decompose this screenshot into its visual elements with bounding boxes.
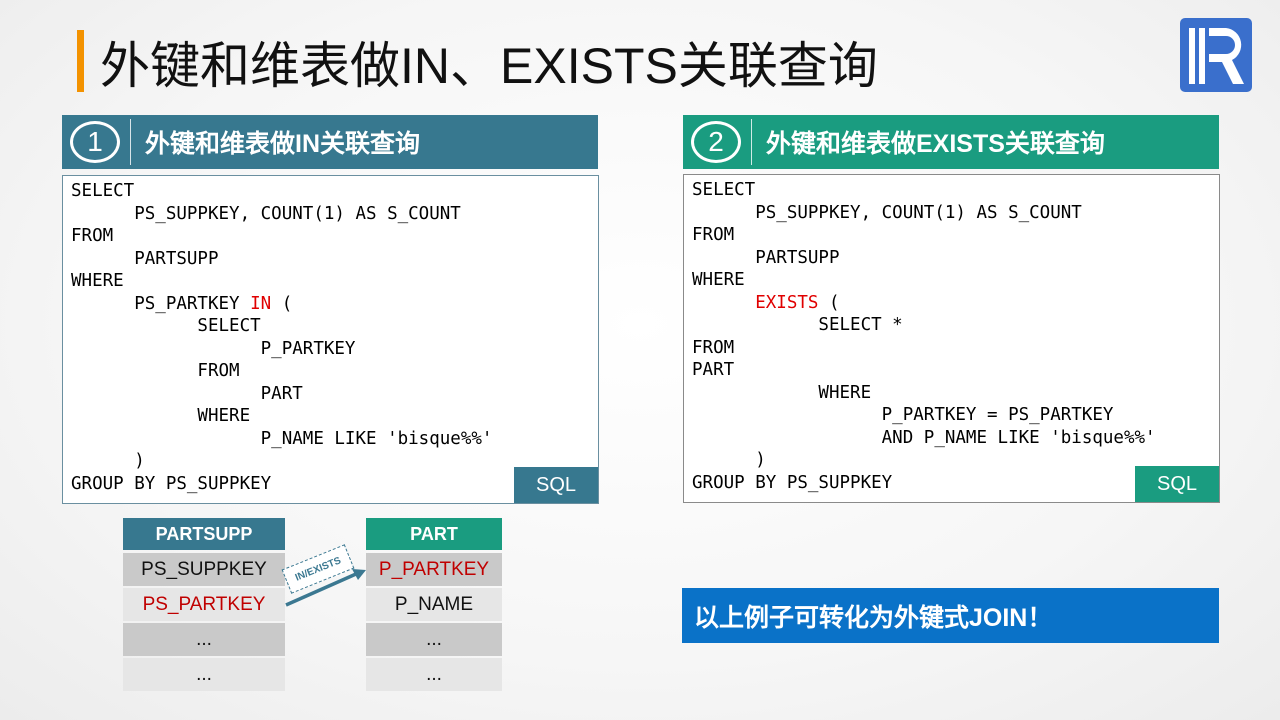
panel-1-header: 1 外键和维表做IN关联查询 <box>62 115 598 169</box>
code-line: ) <box>71 450 590 473</box>
code-text: SELECT * <box>692 315 903 335</box>
code-line: SELECT <box>71 315 590 338</box>
title-accent-bar <box>77 30 84 92</box>
code-text: PARTSUPP <box>71 248 219 269</box>
code-text: ( <box>271 293 293 314</box>
code-text: PARTSUPP <box>692 247 840 268</box>
panel-2-header: 2 外键和维表做EXISTS关联查询 <box>683 115 1219 169</box>
table-row-foreign-key: PS_PARTKEY <box>123 588 285 621</box>
code-line: ) <box>692 449 1211 472</box>
code-text: P_PARTKEY = PS_PARTKEY <box>692 405 1114 425</box>
code-line: SELECT <box>71 180 590 203</box>
code-line: FROM <box>692 224 1211 247</box>
code-line: AND P_NAME LIKE 'bisque%%' <box>692 427 1211 450</box>
code-line: EXISTS ( <box>692 292 1211 315</box>
code-line: WHERE <box>692 269 1211 292</box>
code-text: PS_PARTKEY <box>71 293 251 314</box>
code-line: FROM <box>71 360 590 383</box>
code-text: PART <box>71 383 303 404</box>
code-text: GROUP BY PS_SUPPKEY <box>71 473 272 494</box>
code-line: PS_PARTKEY IN ( <box>71 293 590 316</box>
code-text: FROM <box>692 337 735 358</box>
table-row: PS_SUPPKEY <box>123 553 285 586</box>
code-line: SELECT * <box>692 314 1211 337</box>
partsupp-table: PARTSUPP PS_SUPPKEY PS_PARTKEY ... ... <box>123 518 285 693</box>
code-text: P_NAME LIKE 'bisque%%' <box>71 428 493 449</box>
table-header: PARTSUPP <box>123 518 285 550</box>
code-text: FROM <box>71 226 114 246</box>
table-row: ... <box>366 623 502 656</box>
conclusion-banner: 以上例子可转化为外键式JOIN！ <box>682 588 1219 643</box>
code-text: PS_SUPPKEY, COUNT(1) AS S_COUNT <box>692 202 1082 223</box>
code-text: WHERE <box>692 382 872 403</box>
panel-heading: 外键和维表做IN关联查询 <box>145 130 421 158</box>
divider <box>751 119 752 165</box>
sql-tag: SQL <box>514 467 598 503</box>
code-line: FROM <box>692 337 1211 360</box>
table-row: ... <box>366 658 502 691</box>
divider <box>130 119 131 165</box>
table-row-primary-key: P_PARTKEY <box>366 553 502 586</box>
relation-arrow-icon <box>285 569 366 607</box>
sql-tag: SQL <box>1135 466 1219 502</box>
code-text: PART <box>692 360 735 380</box>
code-text: PS_SUPPKEY, COUNT(1) AS S_COUNT <box>71 203 461 224</box>
step-number-badge: 2 <box>691 121 741 163</box>
table-row: P_NAME <box>366 588 502 621</box>
code-text: SELECT <box>71 181 135 201</box>
table-row: ... <box>123 623 285 656</box>
code-text: SELECT <box>692 180 756 200</box>
code-text: WHERE <box>71 271 124 291</box>
code-line: P_NAME LIKE 'bisque%%' <box>71 428 590 451</box>
page-title: 外键和维表做IN、EXISTS关联查询 <box>100 38 878 94</box>
logo-icon <box>1180 18 1252 92</box>
code-text: ) <box>71 451 145 471</box>
code-text: ( <box>818 292 840 313</box>
step-number-badge: 1 <box>70 121 120 163</box>
sql-keyword: IN <box>250 293 272 314</box>
code-line: WHERE <box>692 382 1211 405</box>
code-line: PS_SUPPKEY, COUNT(1) AS S_COUNT <box>692 202 1211 225</box>
part-table: PART P_PARTKEY P_NAME ... ... <box>366 518 502 693</box>
code-line: PS_SUPPKEY, COUNT(1) AS S_COUNT <box>71 203 590 226</box>
code-line: SELECT <box>692 179 1211 202</box>
table-header: PART <box>366 518 502 550</box>
code-line: PART <box>692 359 1211 382</box>
sql-keyword: EXISTS <box>755 292 819 313</box>
code-text: WHERE <box>692 270 745 290</box>
code-line: P_PARTKEY = PS_PARTKEY <box>692 404 1211 427</box>
code-line: GROUP BY PS_SUPPKEY <box>71 473 590 496</box>
code-text: ) <box>692 450 766 470</box>
table-row: ... <box>123 658 285 691</box>
code-line: P_PARTKEY <box>71 338 590 361</box>
code-text: WHERE <box>71 406 251 426</box>
code-line: PART <box>71 383 590 406</box>
code-text: FROM <box>692 225 735 245</box>
code-text: FROM <box>71 361 240 381</box>
code-line: PARTSUPP <box>71 248 590 271</box>
code-line: PARTSUPP <box>692 247 1211 270</box>
code-line: WHERE <box>71 405 590 428</box>
code-text: AND P_NAME LIKE 'bisque%%' <box>692 427 1156 448</box>
code-text: SELECT <box>71 316 261 336</box>
code-text <box>692 293 755 313</box>
code-text: GROUP BY PS_SUPPKEY <box>692 472 893 493</box>
panel-heading: 外键和维表做EXISTS关联查询 <box>766 130 1105 158</box>
code-line: WHERE <box>71 270 590 293</box>
code-text: P_PARTKEY <box>71 338 356 359</box>
code-line: GROUP BY PS_SUPPKEY <box>692 472 1211 495</box>
code-line: FROM <box>71 225 590 248</box>
